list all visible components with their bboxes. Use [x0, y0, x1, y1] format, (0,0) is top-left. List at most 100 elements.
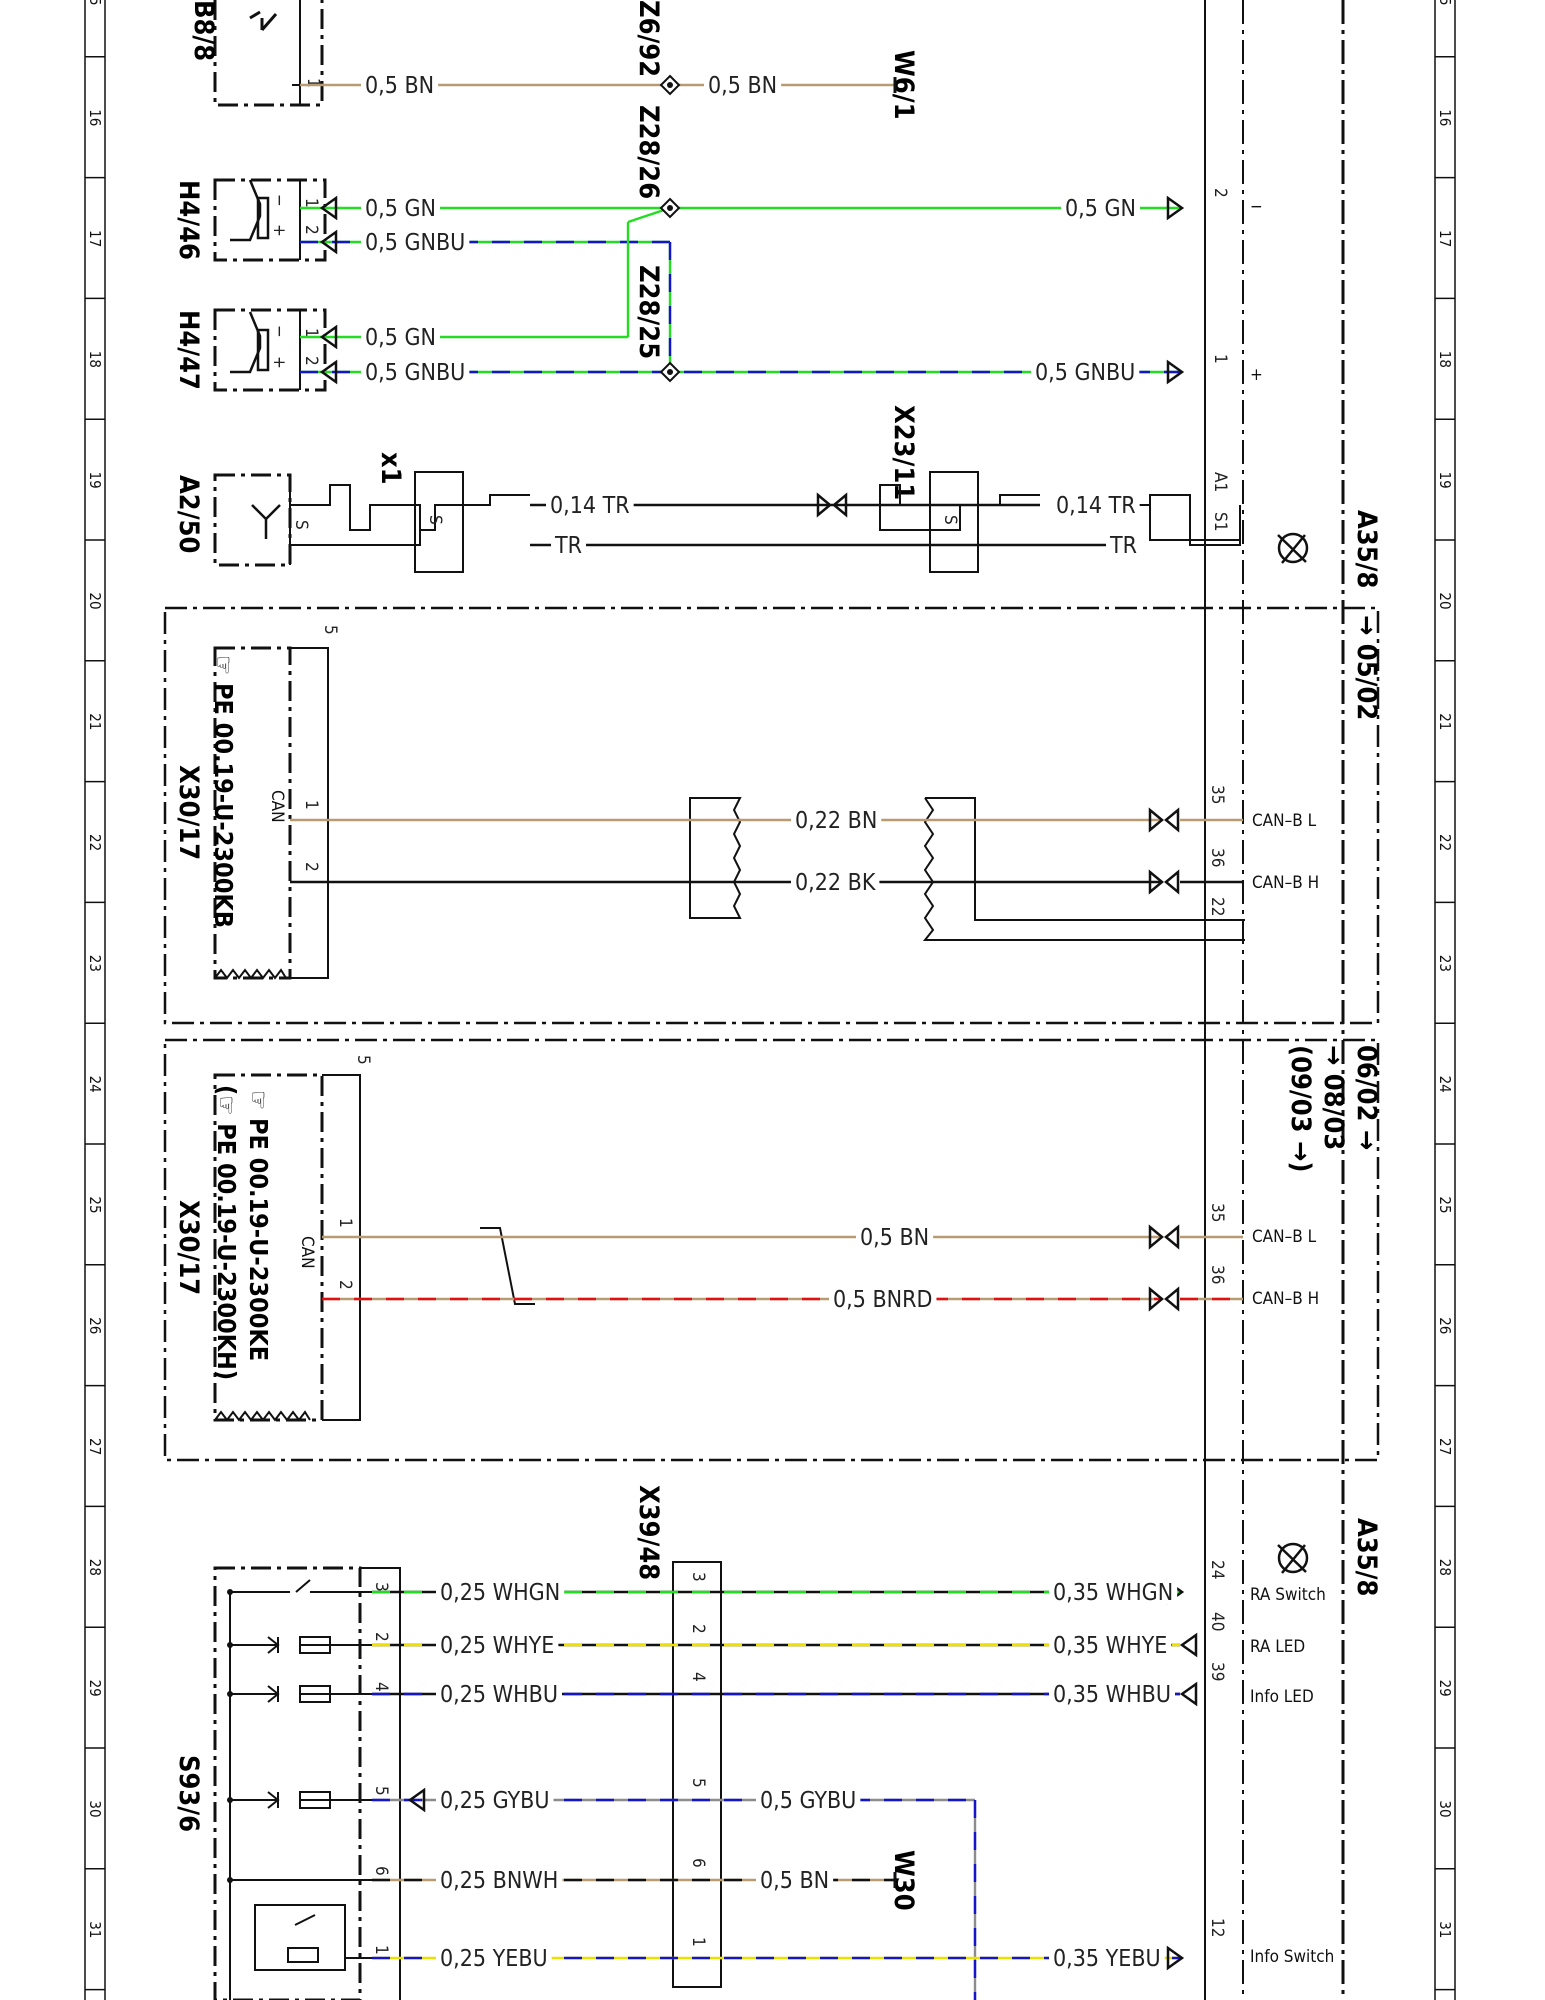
pin-label: 2	[335, 1280, 355, 1290]
pe-reference: ☞ PE 00.19-U-2300KE	[244, 1090, 273, 1361]
wire-label: 0,22 BK	[795, 870, 876, 896]
wire-label-bg	[436, 1682, 562, 1706]
wire-label-bg	[829, 1287, 937, 1311]
pin-label: 1	[303, 78, 323, 88]
wire-label: 0,25 WHBU	[440, 1682, 558, 1708]
row-number: 19	[1436, 472, 1454, 489]
wire-label-bg	[436, 1580, 565, 1604]
wire-label-bg	[756, 1788, 861, 1812]
wire-label: 0,5 GNBU	[365, 360, 465, 386]
can-label: CAN	[267, 790, 287, 823]
can-label: CAN	[297, 1236, 317, 1269]
row-number: 26	[1436, 1317, 1454, 1334]
pin-label: +	[269, 224, 289, 237]
wire-label-bg	[436, 1868, 563, 1892]
pin-label: 2	[688, 1624, 708, 1634]
wire-label-bg	[756, 1868, 834, 1892]
wire-label-bg	[361, 230, 470, 254]
pin-label: 2	[301, 862, 321, 872]
connector-plug-icon	[1148, 1286, 1180, 1312]
x1-label: x1	[375, 452, 406, 485]
pin-label: 1	[371, 1945, 391, 1955]
pin-label: 5	[320, 625, 340, 635]
wire-label-bg	[361, 325, 440, 349]
wire-label-bg	[1106, 533, 1142, 557]
pin-label: 39	[1207, 1662, 1227, 1681]
wire-label: 0,5 BN	[708, 73, 777, 99]
plug-icon	[1179, 1681, 1198, 1707]
pin-label: 40	[1207, 1612, 1227, 1631]
can-group-1: 5 ☞ PE 00.19-U-2300KB X30/17 CAN 1 2 35 …	[163, 606, 1380, 1025]
top-switch: B8/8 1	[188, 0, 324, 107]
signal-can-b-h: CAN–B H	[1252, 1289, 1319, 1309]
wire-label: 0,5 BN	[365, 73, 434, 99]
wire-label: 0,35 WHGN	[1053, 1580, 1173, 1606]
pe-reference: (☞ PE 00.19-U-2300KH)	[212, 1085, 241, 1380]
shield-label: S	[291, 520, 311, 530]
connector-plug-icon	[1148, 1224, 1180, 1250]
row-number: 22	[86, 834, 104, 851]
pin-label: 1	[688, 1937, 708, 1947]
pin-label: 1	[301, 198, 321, 208]
pin-label: 6	[688, 1858, 708, 1868]
wire-label: 0,35 WHBU	[1053, 1682, 1171, 1708]
wire-label: 0,5 BNRD	[833, 1287, 932, 1313]
wire-label-bg	[361, 360, 470, 384]
pin-label: 3	[371, 1582, 391, 1592]
wire-label-bg	[1049, 1633, 1172, 1657]
antenna-a2-50: A2/50 S	[173, 473, 311, 567]
row-number: 18	[86, 351, 104, 368]
wire-label: 0,5 GN	[365, 196, 436, 222]
plug-icon	[1166, 359, 1185, 385]
switch-cluster-label: S93/6	[173, 1755, 204, 1832]
wire-label: 0,25 WHGN	[440, 1580, 560, 1606]
row-number: 28	[1436, 1559, 1454, 1576]
pin-label: 5	[353, 1055, 373, 1065]
twist-symbol	[480, 797, 1245, 1305]
z28-25-label: Z28/25	[633, 265, 664, 359]
horn-h4-46: 1 2 − + H4/46	[173, 178, 327, 262]
wire-label-bg	[361, 73, 439, 97]
connector-label: X39/48	[633, 1485, 664, 1580]
wire-label: 0,35 YEBU	[1053, 1946, 1161, 1972]
wire-label: 0,22 BN	[795, 808, 877, 834]
wire-label-bg	[1052, 493, 1140, 517]
wire-label: 0,5 BN	[860, 1225, 929, 1251]
pin-label: 1	[301, 328, 321, 338]
row-number: 18	[1436, 351, 1454, 368]
row-number: 30	[86, 1800, 104, 1817]
connector-x39-48: X39/48 3 2 4 5 6 1	[633, 1485, 722, 1988]
wire-label-bg	[704, 73, 782, 97]
pin-label: 2	[1210, 188, 1230, 198]
row-number: 19	[86, 472, 104, 489]
pin-label: 36	[1207, 848, 1227, 867]
signal-info-led: Info LED	[1250, 1687, 1314, 1707]
wire-label-bg	[436, 1788, 554, 1812]
wire-label-bg	[1031, 360, 1140, 384]
row-number: 20	[86, 592, 104, 609]
wire-label-bg	[551, 533, 587, 557]
module-ref: → 05/02	[1351, 615, 1382, 720]
pin-label: 4	[371, 1682, 391, 1692]
connector-labels: Z6/92 Z28/26 Z28/25 W6/1 x1 X23/11 W30 A…	[375, 0, 1382, 1911]
splice-dot	[667, 82, 673, 88]
pin-label: 1	[335, 1218, 355, 1228]
wire-label-bg	[856, 1225, 934, 1249]
pin-label: A1	[1210, 472, 1230, 492]
signal-ra-led: RA LED	[1250, 1637, 1305, 1657]
pin-label: −	[1250, 197, 1263, 217]
wire-label: 0,25 BNWH	[440, 1868, 558, 1894]
wire-label-bg	[546, 493, 634, 517]
wire-label: 0,5 GYBU	[760, 1788, 856, 1814]
connector-plug-icon	[1148, 807, 1180, 833]
wire-label: 0,25 GYBU	[440, 1788, 550, 1814]
module-pins: 2 1 − + 24 40 39 12 RA Switch RA LED Inf…	[1207, 188, 1334, 1967]
signal-ra-switch: RA Switch	[1250, 1585, 1326, 1605]
row-number: 27	[1436, 1438, 1454, 1455]
row-number: 25	[1436, 1196, 1454, 1213]
row-number: 16	[86, 109, 104, 126]
plug-icon	[319, 195, 338, 221]
wire-label: 0,5 BN	[760, 1868, 829, 1894]
